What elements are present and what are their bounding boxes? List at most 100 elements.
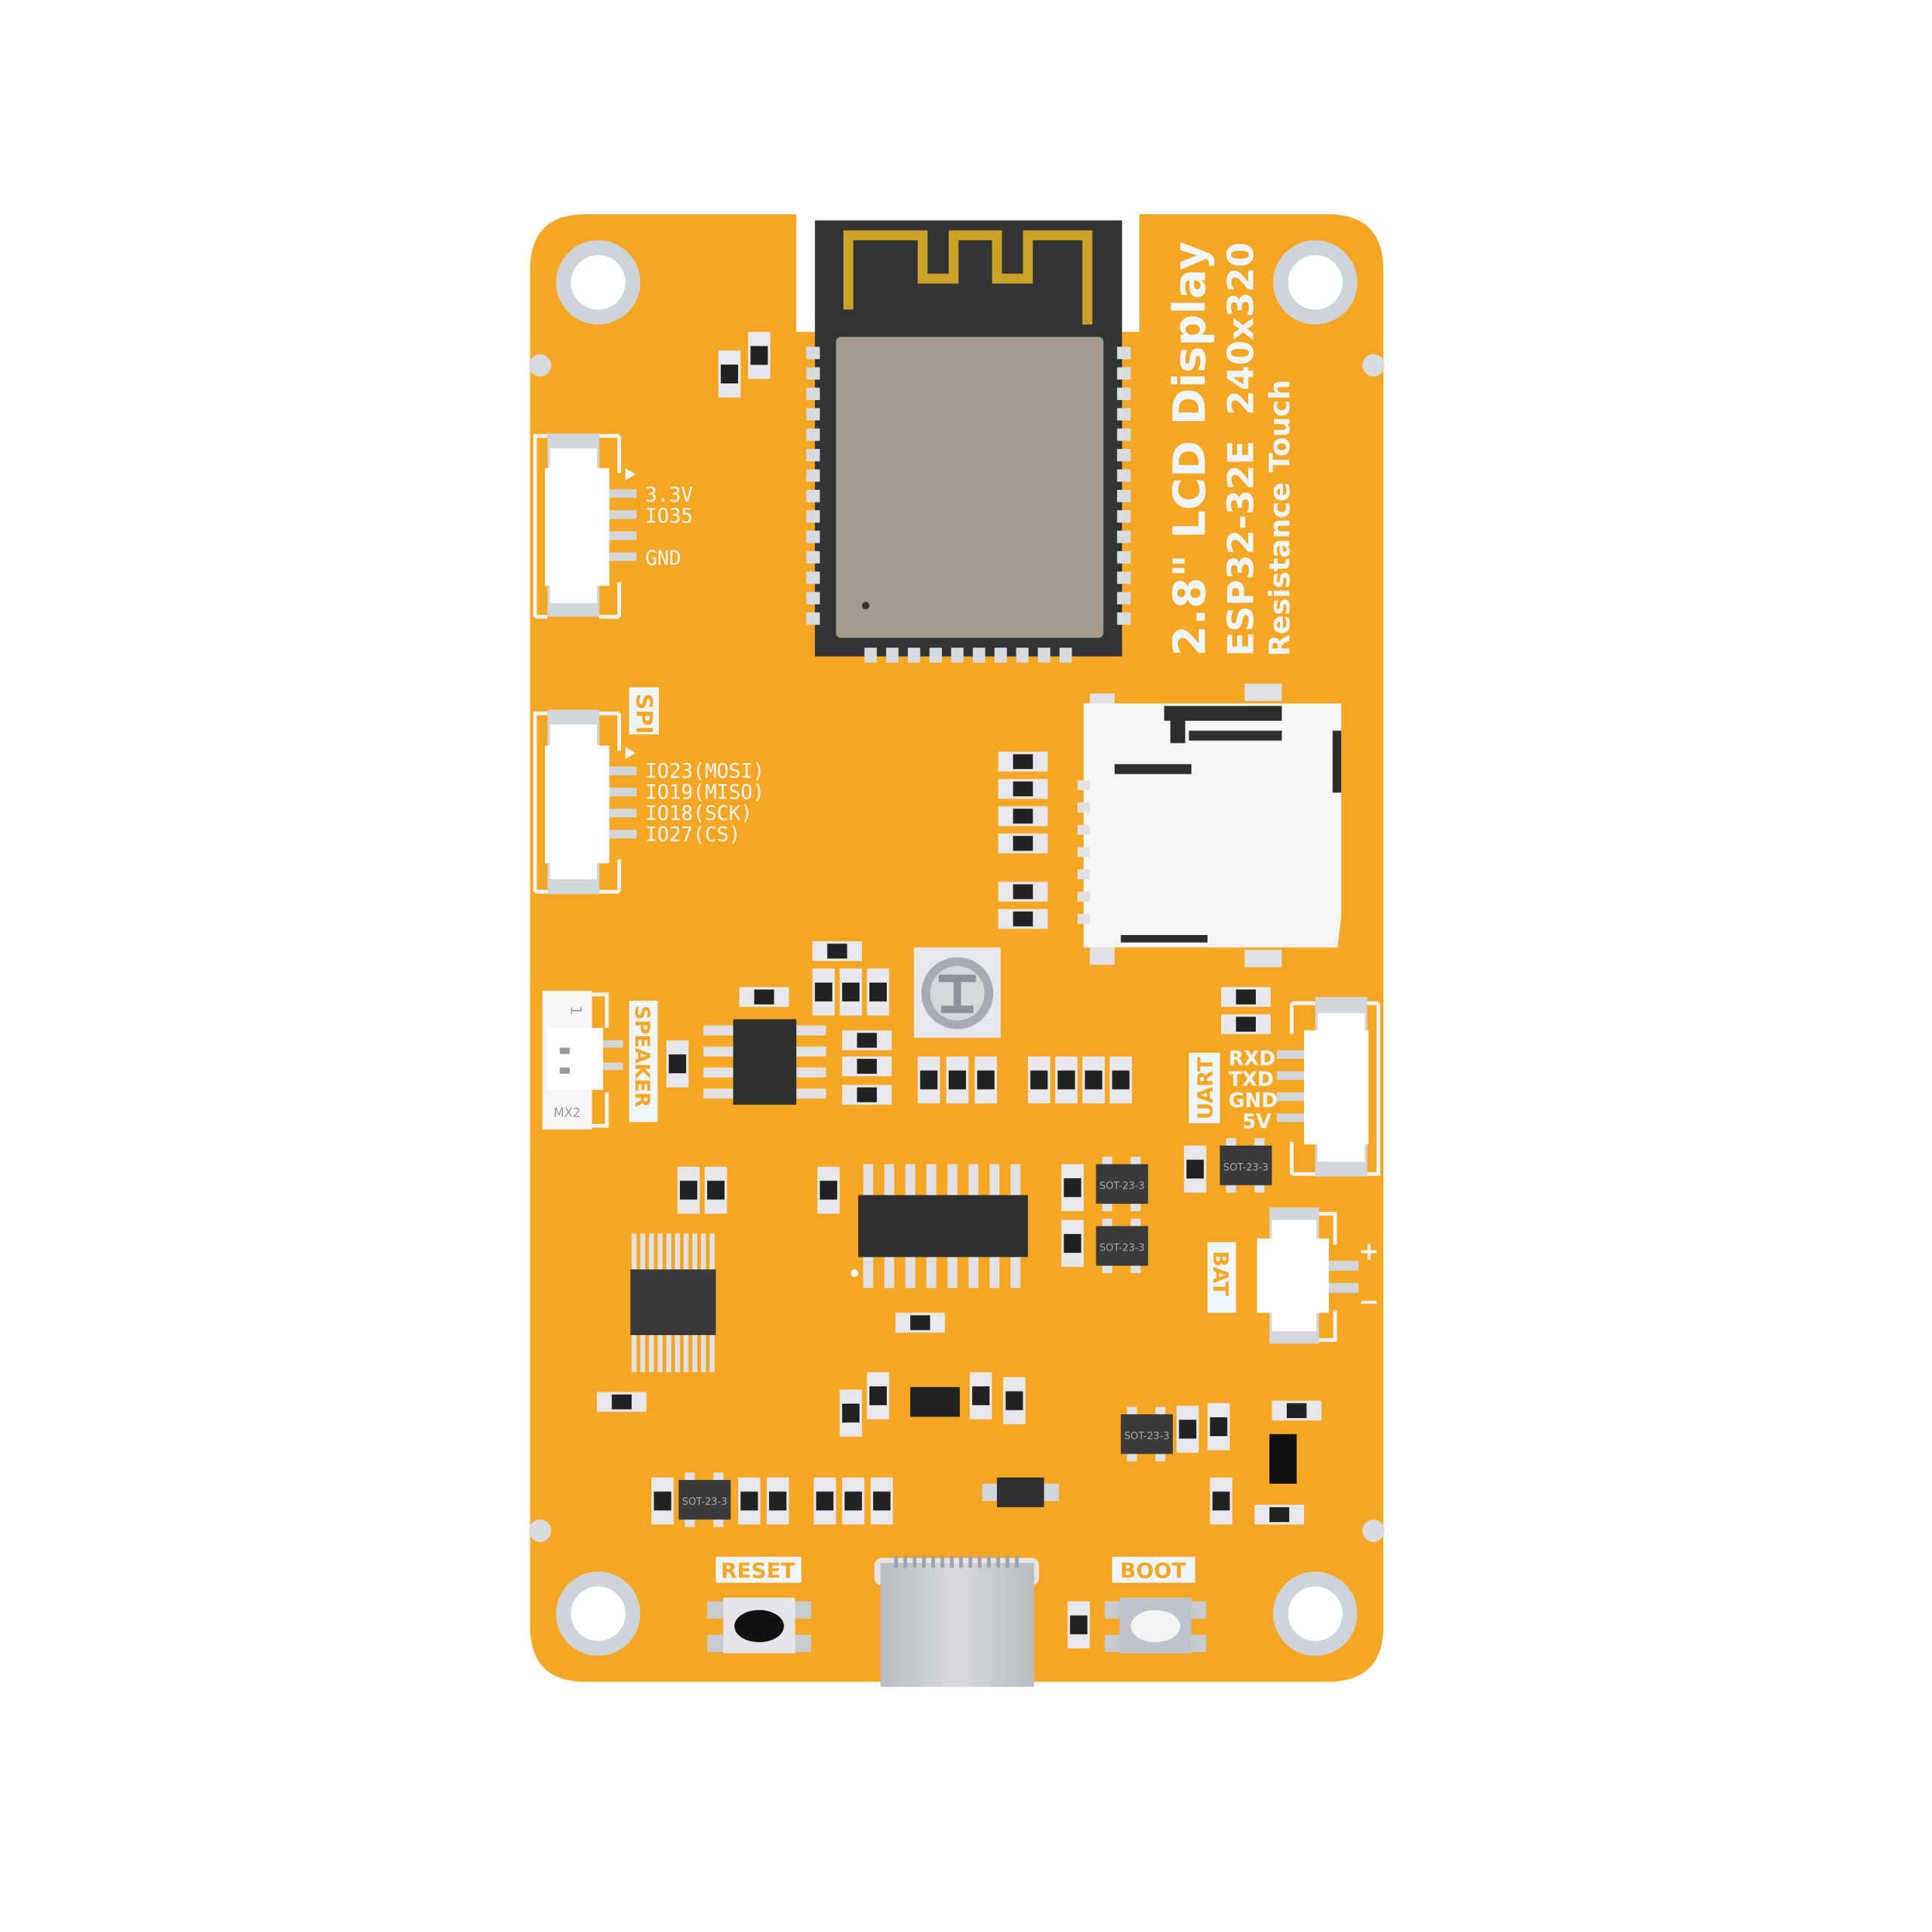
bat-plus: + (1358, 1237, 1380, 1266)
svg-text:SOT-23-3: SOT-23-3 (1223, 1162, 1269, 1174)
module-pad (806, 346, 820, 359)
module-pad (806, 612, 820, 625)
pin-label-sck: IO18(SCK) (645, 802, 752, 825)
smd-resistor (1109, 1056, 1132, 1104)
boot-button[interactable] (1104, 1597, 1207, 1654)
antenna-trace (843, 230, 1093, 325)
sot23-transistor: SOT-23-3 (678, 1472, 731, 1527)
speaker-pin1-mark: 1 (568, 1006, 585, 1016)
module-pad (806, 428, 820, 441)
module-pad (929, 648, 942, 663)
light-sensor (914, 947, 1001, 1038)
usb-c-port[interactable] (874, 1555, 1039, 1687)
smd-resistor (998, 881, 1048, 902)
smd-resistor (998, 806, 1048, 826)
regulator-ic (910, 1386, 960, 1417)
title-line-3: Resistance Touch (1263, 380, 1296, 657)
reset-label-box (715, 1556, 801, 1583)
reset-label: RESET (721, 1558, 795, 1583)
pin-label-cs: IO27(CS) (645, 823, 740, 846)
mounting-holes (528, 240, 1385, 1657)
smd-resistor (841, 1030, 892, 1051)
smd-resistor (738, 1477, 761, 1525)
title-line-2: ESP32-32E 240x320 (1221, 242, 1263, 657)
smd-resistor (817, 1166, 840, 1214)
boot-label: BOOT (1120, 1558, 1186, 1583)
smd-resistor (998, 909, 1048, 929)
svg-text:SOT-23-3: SOT-23-3 (1124, 1431, 1170, 1442)
bat-label-box (1208, 1241, 1236, 1313)
power-io-connector[interactable] (533, 433, 637, 619)
module-pad (907, 648, 921, 663)
module-pad (806, 571, 820, 584)
smd-resistor (1176, 1405, 1199, 1453)
module-pad (864, 648, 877, 663)
svg-text:SOT-23-3: SOT-23-3 (1100, 1180, 1145, 1192)
sot23-transistor: SOT-23-3 (1096, 1156, 1149, 1211)
svg-text:SOT-23-3: SOT-23-3 (1100, 1242, 1145, 1254)
module-pad (806, 408, 820, 421)
smd-resistor (1061, 1220, 1084, 1267)
smd-resistor (870, 1477, 894, 1525)
uart-label-box (1189, 1052, 1220, 1124)
smd-resistor (866, 968, 890, 1016)
sot23-transistor: SOT-23-3 (1220, 1138, 1272, 1193)
smd-resistor (1210, 1477, 1232, 1525)
tssop-ic (630, 1233, 716, 1373)
module-pad (806, 469, 820, 482)
smd-resistor (1272, 1401, 1321, 1421)
module-pad (1117, 469, 1131, 482)
speaker-part-label: MX2 (554, 1106, 581, 1120)
smd-resistor (677, 1166, 700, 1214)
title-line-1: 2.8" LCD Display (1164, 242, 1216, 657)
battery-connector[interactable] (1257, 1208, 1359, 1344)
pin-label-mosi: IO23(MOSI) (645, 761, 764, 783)
smd-resistor (946, 1056, 969, 1104)
smd-resistor (839, 968, 863, 1016)
smd-resistor (704, 1166, 728, 1214)
sd-card-slot[interactable] (1077, 683, 1342, 968)
bat-label: BAT (1208, 1251, 1233, 1296)
module-pad (806, 510, 820, 523)
spi-label-box (629, 687, 660, 735)
smd-resistor (1183, 1145, 1207, 1193)
smd-resistor (596, 1392, 647, 1412)
smd-resistor (969, 1372, 992, 1420)
smd-resistor (1208, 1403, 1230, 1451)
module-pad (886, 648, 899, 663)
speaker-connector[interactable]: 1 MX2 (542, 990, 623, 1130)
smd-resistor (1221, 1014, 1271, 1035)
uart-connector[interactable] (1276, 997, 1380, 1177)
reset-button[interactable] (707, 1597, 811, 1654)
module-pad (1059, 648, 1072, 663)
smd-resistor (1061, 1164, 1084, 1211)
module-pad (806, 387, 820, 401)
uart-pin-rxd: RXD (1229, 1048, 1275, 1070)
module-pad (1117, 551, 1131, 564)
smd-resistor (1028, 1056, 1051, 1104)
diode (982, 1477, 1060, 1508)
smd-resistor (895, 1312, 946, 1333)
pin-label-gnd: GND (645, 547, 681, 570)
smd-resistor (866, 1372, 890, 1420)
module-pad (1117, 367, 1131, 380)
spi-label: SPI (631, 694, 657, 734)
smd-resistor (739, 986, 789, 1008)
module-pad (806, 490, 820, 503)
rf-shield (835, 337, 1104, 638)
bat-minus: − (1358, 1287, 1380, 1316)
smd-resistor (1082, 1056, 1105, 1104)
module-pad (806, 367, 820, 380)
module-pad (1117, 346, 1131, 359)
smd-resistor (1055, 1056, 1078, 1104)
spi-connector[interactable] (533, 709, 637, 894)
smd-resistor (998, 752, 1048, 772)
smd-resistor (766, 1477, 789, 1525)
smd-resistor (841, 1477, 865, 1525)
module-pad (1117, 612, 1131, 625)
smd-resistor (1067, 1601, 1091, 1649)
board-title: 2.8" LCD Display ESP32-32E 240x320 Resis… (1164, 242, 1297, 657)
sot23-transistor: SOT-23-3 (1096, 1218, 1149, 1273)
speaker-label-box (629, 1000, 658, 1122)
module-pad (994, 648, 1008, 663)
